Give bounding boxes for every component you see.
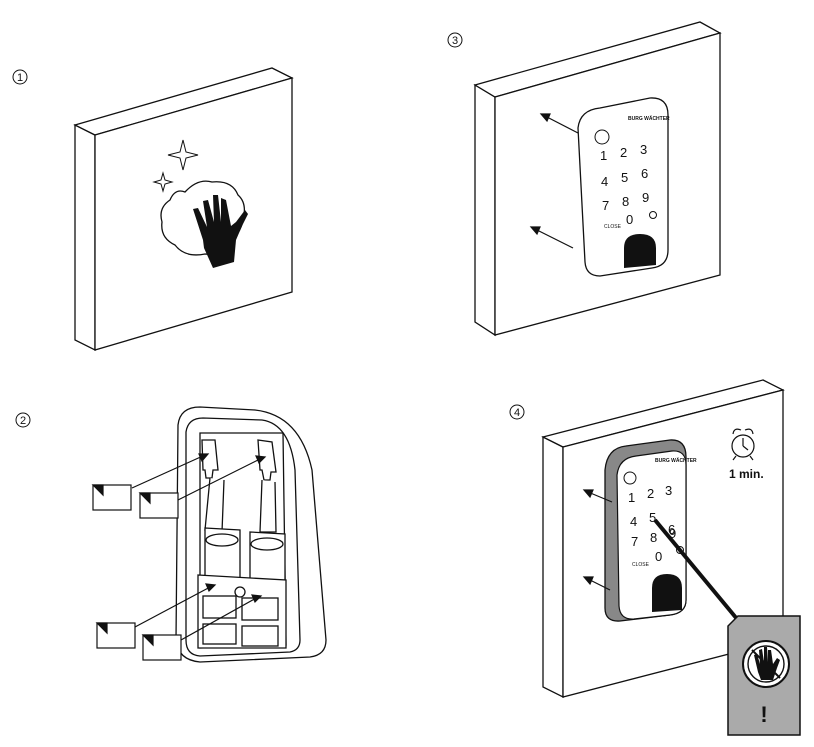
step-4-badge: 4 (509, 404, 525, 420)
step-2-panel: 2 (15, 406, 327, 663)
key-7-4: 7 (631, 534, 638, 549)
sparkle-icon (152, 139, 199, 193)
step-1-panel: 1 (12, 67, 294, 352)
fingerprint-sensor-3 (624, 234, 656, 268)
step-3-panel: 3 BURG WÄCHTER 1 2 3 4 5 6 7 8 9 0 CLOSE (447, 21, 722, 337)
close-label-3: CLOSE (604, 224, 622, 230)
key-2-3: 2 (620, 145, 627, 160)
keypad-keys-4: 1 2 3 4 5 6 7 8 9 0 CLOSE (628, 483, 676, 568)
brand-label-3: BURG WÄCHTER (628, 115, 670, 122)
tape-placement-arrows (131, 453, 267, 641)
key-2-4: 2 (647, 486, 654, 501)
step-4-number: 4 (514, 407, 520, 419)
key-6-4: 6 (668, 522, 675, 537)
key-1-3: 1 (600, 148, 607, 163)
close-label-4: CLOSE (632, 562, 650, 568)
key-7-3: 7 (602, 198, 609, 213)
key-4-4: 4 (630, 514, 637, 529)
key-6-3: 6 (641, 166, 648, 181)
step-1-number: 1 (17, 72, 23, 84)
hand-icon (193, 195, 248, 268)
step-1-badge: 1 (12, 69, 28, 85)
stop-hand-icon (754, 647, 780, 680)
warning-exclamation: ! (760, 702, 767, 727)
step-2-number: 2 (20, 415, 26, 427)
brand-label-4: BURG WÄCHTER (655, 457, 697, 464)
timer-label: 1 min. (729, 467, 764, 481)
do-not-touch-warning: ! (653, 518, 801, 736)
key-1-4: 1 (628, 490, 635, 505)
key-8-4: 8 (650, 530, 657, 545)
alarm-clock-icon (731, 428, 755, 461)
key-0-4: 0 (655, 549, 662, 564)
key-5-4: 5 (649, 510, 656, 525)
key-3-4: 3 (665, 483, 672, 498)
key-3-3: 3 (640, 142, 647, 157)
step-4-panel: 4 1 min. BURG WÄCHTER 1 2 3 4 (509, 379, 801, 736)
key-4-3: 4 (601, 174, 608, 189)
key-5-3: 5 (621, 170, 628, 185)
press-arrows-4 (582, 489, 613, 591)
step-2-badge: 2 (15, 412, 31, 428)
back-plate (175, 406, 327, 663)
step-3-badge: 3 (447, 32, 463, 48)
fingerprint-sensor-4 (652, 574, 682, 612)
adhesive-tape (91, 484, 182, 661)
keypad-device-4: BURG WÄCHTER 1 2 3 4 5 6 7 8 9 0 CLOSE (604, 439, 697, 622)
keypad-device-3: BURG WÄCHTER 1 2 3 4 5 6 7 8 9 0 CLOSE (577, 97, 670, 277)
keypad-keys-3: 1 2 3 4 5 6 7 8 9 0 CLOSE (600, 142, 649, 230)
key-8-3: 8 (622, 194, 629, 209)
step-3-number: 3 (452, 35, 458, 47)
key-0-3: 0 (626, 212, 633, 227)
key-9-3: 9 (642, 190, 649, 205)
key-9-4: 9 (669, 526, 676, 541)
press-arrows-3 (529, 113, 579, 249)
